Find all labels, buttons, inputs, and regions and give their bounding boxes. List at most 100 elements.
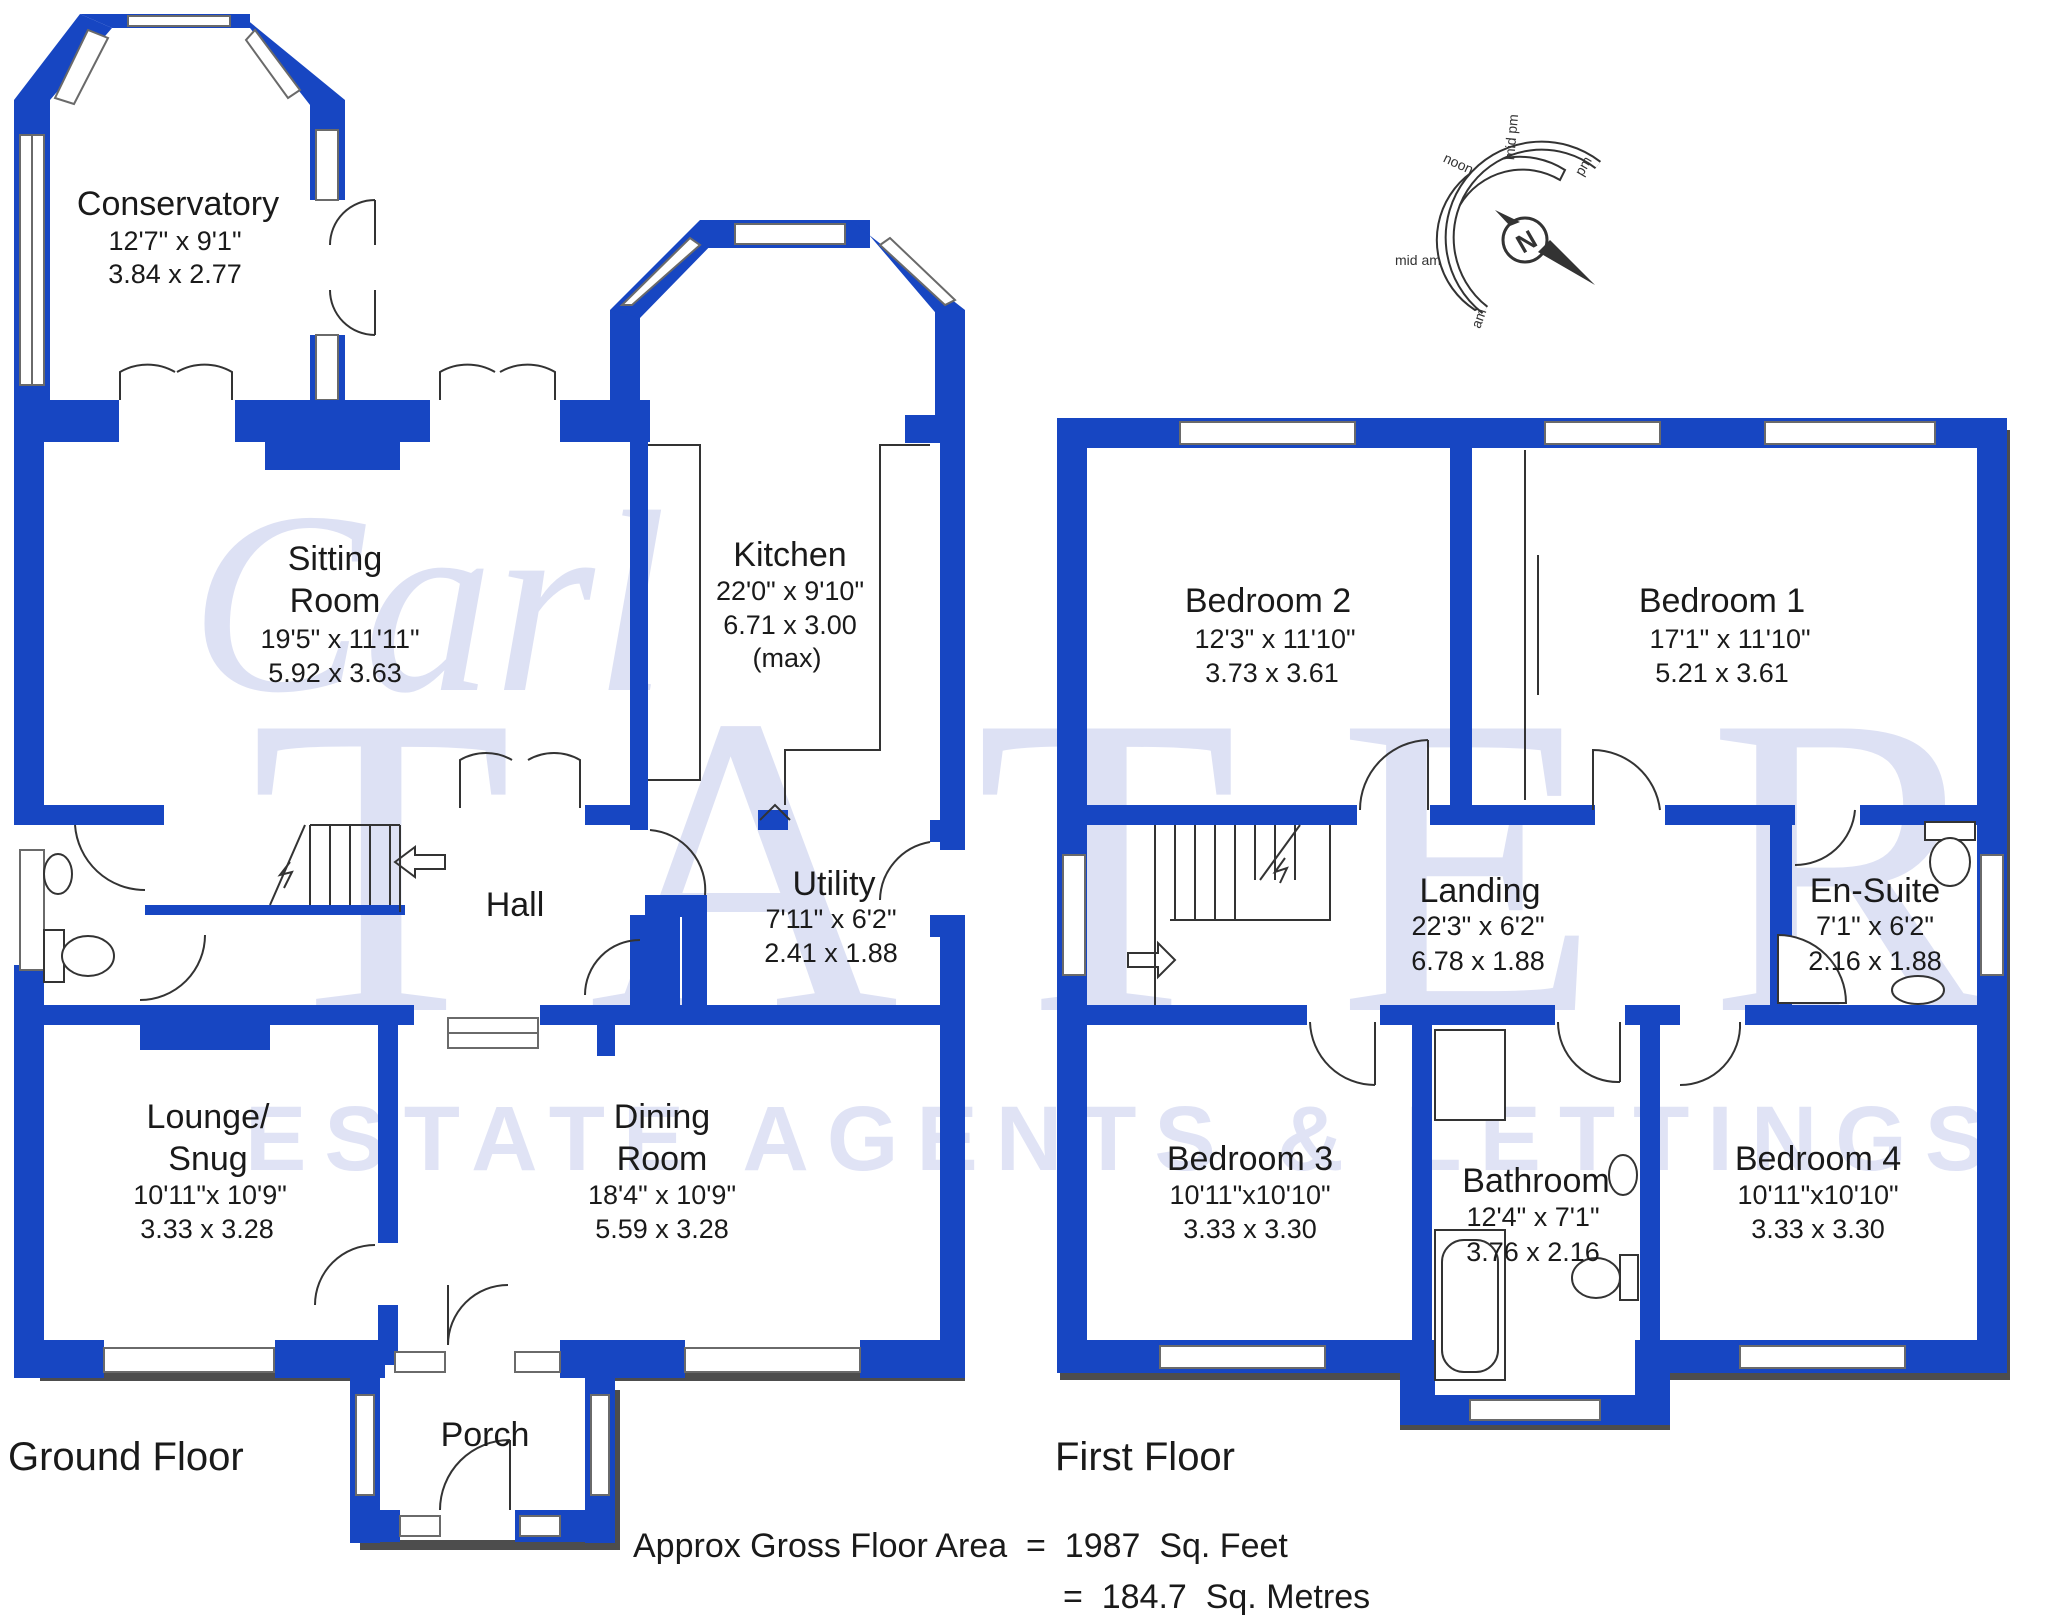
ground-fixtures	[43, 853, 115, 983]
bath-inner-icon	[1441, 1239, 1499, 1373]
bedroom3-imperial: 10'11"x10'10"	[1169, 1180, 1330, 1210]
cupboard-door[interactable]	[584, 939, 641, 996]
bedroom1-door[interactable]	[1592, 748, 1661, 811]
first-windows	[1062, 421, 2004, 1421]
landing-imperial: 22'3" x 6'2"	[1411, 911, 1544, 941]
kitchen-units	[648, 444, 930, 821]
bathroom-imperial: 12'4" x 7'1"	[1466, 1202, 1599, 1232]
porch-walls	[350, 1351, 615, 1543]
bedroom2-name: Bedroom 2	[1185, 582, 1351, 620]
bedroom1-name: Bedroom 1	[1639, 582, 1805, 620]
bedroom2-imperial: 12'3" x 11'10"	[1194, 624, 1355, 654]
wc-door-2[interactable]	[139, 934, 206, 1001]
porch-name: Porch	[441, 1416, 530, 1454]
bathroom-toilet-icon	[1571, 1257, 1621, 1299]
kitchen-note: (max)	[753, 643, 822, 673]
first-doors	[1309, 739, 1856, 1087]
sitting-room-metric: 5.92 x 3.63	[268, 658, 402, 688]
sitting-room-name-2: Room	[290, 582, 381, 620]
sitting-room-imperial: 19'5" x 11'11"	[260, 624, 419, 654]
shower-tray-icon	[1434, 1029, 1506, 1121]
dining-room-name-2: Room	[617, 1140, 708, 1178]
bedroom2-metric: 3.73 x 3.61	[1205, 658, 1339, 688]
conservatory-name: Conservatory	[77, 185, 279, 223]
hall-double-door[interactable]	[459, 752, 581, 808]
bedroom4-door[interactable]	[1679, 1021, 1742, 1087]
ground-floor-label: Ground Floor	[8, 1435, 244, 1479]
dining-room-name-1: Dining	[614, 1098, 710, 1136]
bedroom3-door[interactable]	[1309, 1021, 1376, 1086]
gross-area-sqft: Approx Gross Floor Area = 1987 Sq. Feet	[633, 1527, 1288, 1565]
bathroom-toilet-cistern-icon	[1619, 1254, 1639, 1301]
bathroom-name: Bathroom	[1462, 1162, 1609, 1200]
lounge-door[interactable]	[314, 1244, 376, 1306]
bathroom-door[interactable]	[1557, 1021, 1621, 1084]
conservatory-door-right[interactable]	[329, 289, 376, 336]
compass-label-am: am	[1468, 307, 1490, 331]
ground-doors	[74, 363, 931, 1511]
bathroom-metric: 3.76 x 2.16	[1466, 1237, 1600, 1267]
first-floor-plan	[1057, 418, 2010, 1430]
first-floor-label: First Floor	[1055, 1435, 1235, 1479]
compass-label-mid-am: mid am	[1395, 252, 1441, 268]
kitchen-imperial: 22'0" x 9'10"	[716, 576, 864, 606]
sitting-room-french-door-left[interactable]	[119, 363, 233, 400]
wc-door[interactable]	[74, 824, 146, 892]
dining-room-imperial: 18'4" x 10'9"	[588, 1180, 736, 1210]
ground-stairs	[145, 824, 446, 915]
wc-basin-icon	[43, 853, 73, 895]
ground-room-labels: Conservatory 12'7" x 9'1" 3.84 x 2.77 Si…	[77, 185, 898, 1454]
bedroom1-metric: 5.21 x 3.61	[1655, 658, 1789, 688]
ground-windows	[19, 849, 861, 1373]
lounge-name-1: Lounge/	[147, 1098, 270, 1136]
lounge-metric: 3.33 x 3.28	[140, 1214, 274, 1244]
compass-label-noon: noon	[1441, 150, 1476, 178]
compass-label-mid-pm: mid pm	[1501, 114, 1521, 161]
kitchen-metric: 6.71 x 3.00	[723, 610, 857, 640]
conservatory-windows	[19, 15, 339, 401]
first-room-labels: Bedroom 2 12'3" x 11'10" 3.73 x 3.61 Bed…	[1167, 582, 1942, 1267]
compass-needle-icon	[1538, 240, 1595, 285]
landing-name: Landing	[1419, 872, 1540, 910]
first-stairs	[1127, 824, 1331, 1005]
watermark-tagline: ESTATE AGENTS & LETTINGS	[245, 1088, 2004, 1190]
wardrobe	[1524, 450, 1539, 800]
ground-interior-walls	[14, 430, 965, 1365]
toilet-bowl-icon	[61, 935, 115, 977]
ensuite-name: En-Suite	[1810, 872, 1940, 910]
utility-door[interactable]	[879, 841, 931, 901]
conservatory-door-left[interactable]	[329, 199, 376, 246]
bedroom3-name: Bedroom 3	[1167, 1140, 1333, 1178]
bedroom4-imperial: 10'11"x10'10"	[1737, 1180, 1898, 1210]
lounge-imperial: 10'11"x 10'9"	[133, 1180, 287, 1210]
ensuite-metric: 2.16 x 1.88	[1808, 946, 1942, 976]
bedroom4-metric: 3.33 x 3.30	[1751, 1214, 1885, 1244]
conservatory-metric: 3.84 x 2.77	[108, 259, 242, 289]
first-interior-walls	[1057, 430, 1990, 1365]
conservatory-imperial: 12'7" x 9'1"	[108, 226, 241, 256]
utility-imperial: 7'11" x 6'2"	[765, 904, 896, 934]
bedroom2-door[interactable]	[1359, 739, 1429, 811]
hall-name: Hall	[486, 886, 545, 924]
ensuite-toilet-icon	[1929, 837, 1971, 887]
utility-name: Utility	[792, 865, 875, 903]
first-fixtures	[1434, 821, 1976, 1381]
bedroom1-imperial: 17'1" x 11'10"	[1649, 624, 1810, 654]
ensuite-door[interactable]	[1794, 809, 1856, 867]
porch-inner-door[interactable]	[447, 1284, 509, 1346]
lounge-name-2: Snug	[168, 1140, 247, 1178]
kitchen-bay-walls	[610, 220, 965, 443]
compass: N am mid am noon mid pm pm	[1395, 114, 1602, 331]
ensuite-basin-icon	[1891, 975, 1945, 1005]
ground-main-walls	[14, 400, 965, 1378]
porch-outer-door[interactable]	[439, 1439, 511, 1511]
kitchen-door[interactable]	[649, 829, 707, 896]
dining-room-metric: 5.59 x 3.28	[595, 1214, 729, 1244]
sitting-room-name-1: Sitting	[288, 540, 383, 578]
kitchen-name: Kitchen	[733, 536, 846, 574]
ensuite-shower-icon	[1777, 933, 1848, 1004]
bathroom-basin-icon	[1608, 1154, 1638, 1196]
sitting-room-french-door-right[interactable]	[439, 363, 556, 400]
ensuite-imperial: 7'1" x 6'2"	[1816, 911, 1934, 941]
